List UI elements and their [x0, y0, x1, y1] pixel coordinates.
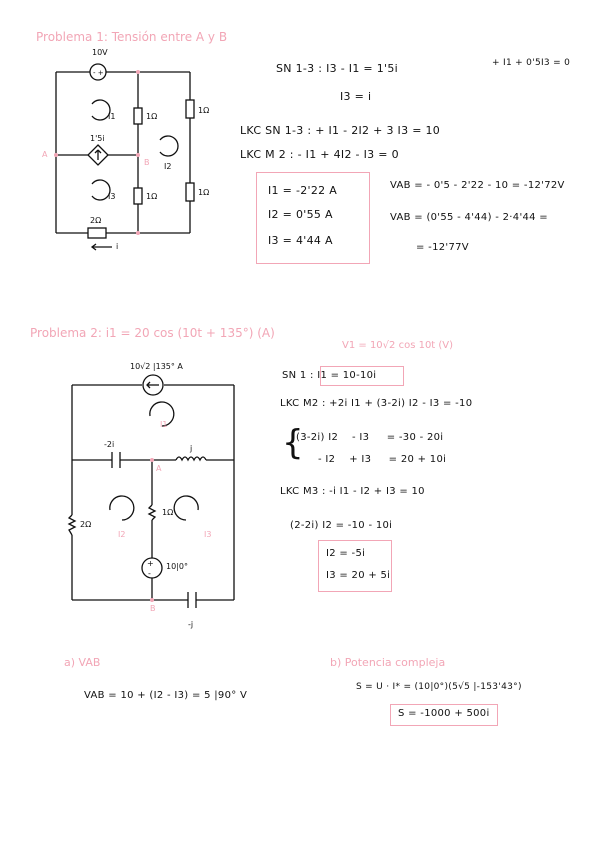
- p2-res-left-label: 2Ω: [80, 520, 92, 529]
- p2-part-b-eq: S = U · I* = (10|0°)(5√5 |-153'43°): [356, 682, 522, 692]
- svg-text:+: +: [147, 559, 154, 568]
- p2-node-a: A: [156, 464, 162, 473]
- p2-mesh3-label: I3: [204, 530, 212, 539]
- p1-vab3: = -12'77V: [416, 242, 469, 253]
- p1-res3: I3 = 4'44 A: [268, 234, 333, 247]
- p2-sys2: - I2 + I3 = 20 + 10i: [318, 454, 447, 465]
- p2-part-b-result: S = -1000 + 500i: [398, 708, 490, 719]
- p1-eq4: LKC M 2 : - I1 + 4I2 - I3 = 0: [240, 148, 399, 161]
- p2-results-box: [318, 540, 392, 592]
- p1-eq3: LKC SN 1-3 : + I1 - 2I2 + 3 I3 = 10: [240, 124, 441, 137]
- p2-eq3: LKC M3 : -i I1 - I2 + I3 = 10: [280, 486, 425, 497]
- p1-r-right-label: 1Ω: [198, 106, 210, 115]
- p2-part-b-box: [390, 704, 498, 726]
- p1-eq1b: + I1 + 0'5I3 = 0: [492, 58, 571, 68]
- problem1-title: Problema 1: Tensión entre A y B: [36, 30, 228, 44]
- p2-eq4: (2-2i) I2 = -10 - 10i: [290, 520, 393, 531]
- p2-res2: I3 = 20 + 5i: [326, 570, 391, 581]
- p1-mesh3-label: I3: [108, 192, 116, 201]
- p1-eq1: SN 1-3 : I3 - I1 = 1'5i: [276, 62, 399, 75]
- p2-part-a-eq: VAB = 10 + (I2 - I3) = 5 |90° V: [84, 690, 248, 701]
- p2-res-mid-label: 1Ω: [162, 508, 174, 517]
- p1-vab2: VAB = (0'55 - 4'44) - 2·4'44 =: [390, 212, 548, 223]
- p2-node-b: B: [150, 604, 156, 613]
- p2-mesh1-label: I1: [160, 420, 168, 429]
- p2-ind-label: j: [190, 444, 193, 453]
- p1-eq2: I3 = i: [340, 90, 372, 103]
- p2-part-b-title: b) Potencia compleja: [330, 656, 446, 669]
- problem2-title: Problema 2: i1 = 20 cos (10t + 135°) (A): [30, 326, 275, 340]
- p1-mesh2-label: I2: [164, 162, 172, 171]
- p1-res2: I2 = 0'55 A: [268, 208, 333, 221]
- p1-dep-label: 1'5i: [90, 134, 105, 143]
- p1-mesh1-label: I1: [108, 112, 116, 121]
- p1-current-label: i: [116, 242, 119, 251]
- p1-src-label: 10V: [92, 48, 108, 57]
- p2-part-a-title: a) VAB: [64, 656, 101, 669]
- p2-eq2: LKC M2 : +2i I1 + (3-2i) I2 - I3 = -10: [280, 398, 473, 409]
- p1-r-left-label: 1Ω: [146, 112, 158, 121]
- p2-vsrc-label: 10|0°: [166, 562, 188, 571]
- p2-eq1-box: [320, 366, 404, 386]
- p2-src-label: 10√2 |135° A: [130, 362, 183, 371]
- p2-sys1: (3-2i) I2 - I3 = -30 - 20i: [296, 432, 444, 443]
- p1-r-rb-label: 1Ω: [198, 188, 210, 197]
- p2-cap-bot-label: -j: [188, 620, 194, 629]
- p1-results-box: [256, 172, 370, 264]
- problem2-title2: V1 = 10√2 cos 10t (V): [342, 340, 454, 351]
- p1-r-lb-label: 1Ω: [146, 192, 158, 201]
- p1-node-a: A: [42, 150, 48, 159]
- p1-r-bot-label: 2Ω: [90, 216, 102, 225]
- p1-vab1: VAB = - 0'5 - 2'22 - 10 = -12'72V: [390, 180, 565, 191]
- p1-res1: I1 = -2'22 A: [268, 184, 338, 197]
- p2-res1: I2 = -5i: [326, 548, 366, 559]
- svg-text:-: -: [148, 569, 151, 578]
- p2-eq1: SN 1 : I1 = 10-10i: [282, 370, 377, 381]
- p2-mesh2-label: I2: [118, 530, 126, 539]
- p1-node-b: B: [144, 158, 150, 167]
- svg-text:- +: - +: [93, 69, 104, 77]
- p2-system-brace: {: [282, 423, 304, 463]
- p2-cap-top-label: -2i: [104, 440, 115, 449]
